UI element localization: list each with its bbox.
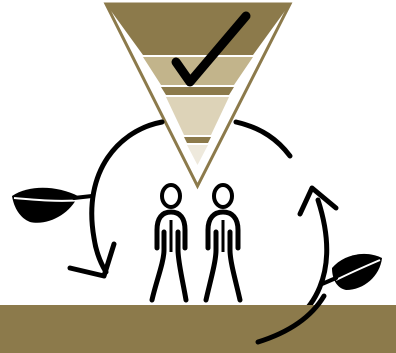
person-right — [206, 185, 240, 300]
cycle-arc-upper — [92, 122, 162, 272]
funnel-band-6 — [187, 145, 208, 165]
funnel-band-5 — [184, 137, 211, 143]
people-icon — [152, 185, 240, 300]
leaf-icon-right — [322, 254, 382, 290]
leaf-icon — [12, 188, 92, 223]
cycle-arc-right — [236, 122, 290, 156]
person-right-head — [214, 185, 232, 207]
cycle-arrowhead-left — [70, 244, 114, 276]
person-left-head — [162, 185, 180, 207]
person-left — [152, 185, 186, 300]
leaf-left-stem — [74, 196, 92, 198]
funnel-band-3 — [161, 87, 234, 95]
leaf-right-shape — [332, 254, 382, 290]
leaf-left-shape — [12, 188, 78, 223]
ground-bar — [0, 305, 396, 353]
funnel-band-top — [106, 4, 290, 55]
funnel-icon — [106, 4, 290, 186]
funnel-band-4 — [166, 97, 229, 135]
